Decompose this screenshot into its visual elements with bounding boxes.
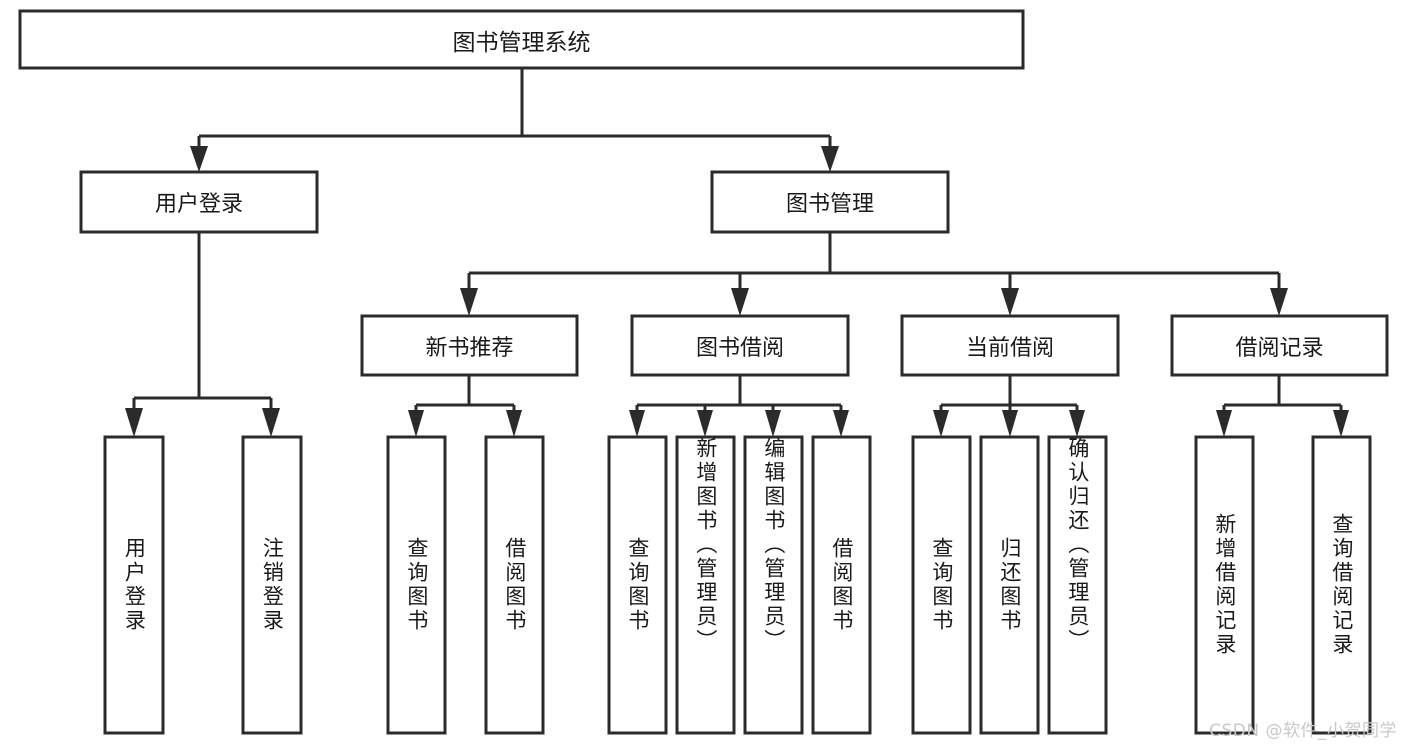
arrowhead-new-book-recommend — [460, 288, 478, 316]
arrowhead-leaf-query-book-1 — [408, 410, 424, 437]
node-leaf-borrow-book-1[interactable] — [484, 435, 545, 735]
node-leaf-query-book-1[interactable] — [386, 435, 447, 735]
arrowhead-leaf-user-login — [125, 408, 143, 437]
node-leaf-return-book[interactable] — [979, 435, 1040, 735]
arrowhead-leaf-add-book — [697, 410, 713, 437]
node-book-management[interactable] — [710, 170, 950, 234]
arrowhead-leaf-borrow-book-1 — [506, 410, 522, 437]
arrowhead-leaf-query-book-2 — [629, 410, 645, 437]
connector-layer — [125, 68, 1349, 437]
arrowhead-leaf-logout-login — [262, 408, 280, 437]
node-root[interactable] — [18, 9, 1025, 70]
node-leaf-logout-login[interactable] — [241, 435, 303, 735]
arrowhead-leaf-return-book — [1002, 410, 1018, 437]
node-current-borrow[interactable] — [900, 314, 1120, 377]
arrowhead-book-borrow — [731, 288, 749, 316]
node-book-borrow[interactable] — [630, 314, 850, 377]
node-layer — [18, 9, 1389, 735]
node-borrow-record[interactable] — [1170, 314, 1389, 377]
node-leaf-add-book[interactable] — [675, 435, 736, 735]
node-leaf-query-book-3[interactable] — [911, 435, 972, 735]
node-user-login[interactable] — [79, 170, 319, 234]
arrowhead-current-borrow — [1001, 288, 1019, 316]
node-leaf-borrow-book-2[interactable] — [811, 435, 872, 735]
arrowhead-user-login — [190, 146, 208, 172]
node-leaf-confirm-return[interactable] — [1047, 435, 1108, 735]
arrowhead-leaf-confirm-return — [1069, 410, 1085, 437]
arrowhead-book-management — [821, 146, 839, 172]
node-leaf-query-record[interactable] — [1311, 435, 1372, 735]
csdn-watermark: CSDN @软件_小贺同学 — [1209, 721, 1397, 741]
node-leaf-add-record[interactable] — [1194, 435, 1255, 735]
arrowhead-borrow-record — [1270, 288, 1288, 316]
arrowhead-leaf-edit-book — [765, 410, 781, 437]
node-leaf-user-login[interactable] — [103, 435, 165, 735]
node-leaf-query-book-2[interactable] — [607, 435, 668, 735]
node-leaf-edit-book[interactable] — [743, 435, 804, 735]
node-new-book-recommend[interactable] — [360, 314, 579, 377]
arrowhead-leaf-borrow-book-2 — [833, 410, 849, 437]
arrowhead-leaf-query-book-3 — [933, 410, 949, 437]
arrowhead-leaf-query-record — [1333, 410, 1349, 437]
arrowhead-leaf-add-record — [1216, 410, 1232, 437]
